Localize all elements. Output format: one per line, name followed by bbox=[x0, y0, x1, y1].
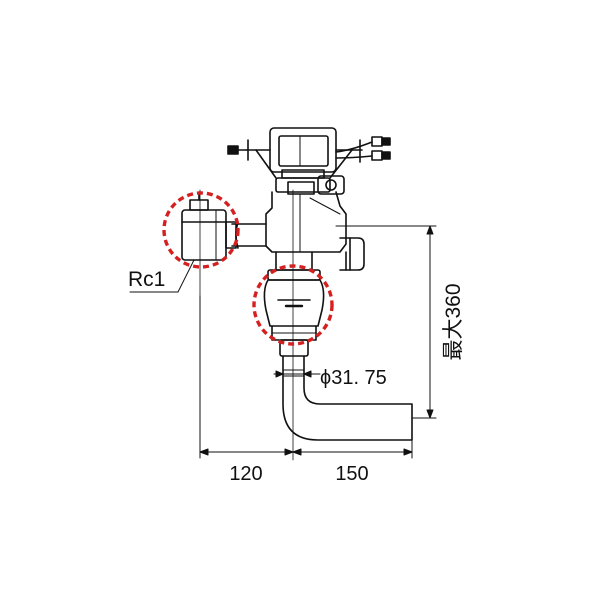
max-height-label: 最大360 bbox=[442, 283, 465, 360]
height-dimension bbox=[335, 225, 437, 419]
width-right-label: 150 bbox=[335, 463, 368, 485]
side-outlet bbox=[339, 237, 365, 271]
pipe-diameter-label: ϕ31. 75 bbox=[320, 367, 387, 389]
width-left-label: 120 bbox=[229, 463, 262, 485]
breaker-highlight-circle bbox=[252, 264, 334, 346]
right-cable-connectors bbox=[335, 136, 391, 161]
width-dimension bbox=[199, 295, 413, 459]
rc1-leader bbox=[129, 259, 195, 293]
rc1-label: Rc1 bbox=[128, 268, 165, 291]
diameter-dimension bbox=[273, 370, 321, 378]
inlet-highlight-circle bbox=[162, 191, 240, 269]
centerlines bbox=[199, 189, 294, 461]
highlight-circles bbox=[162, 191, 334, 346]
valve-body bbox=[265, 175, 347, 253]
inlet-nut bbox=[181, 191, 237, 261]
left-cable-connector bbox=[227, 145, 247, 155]
